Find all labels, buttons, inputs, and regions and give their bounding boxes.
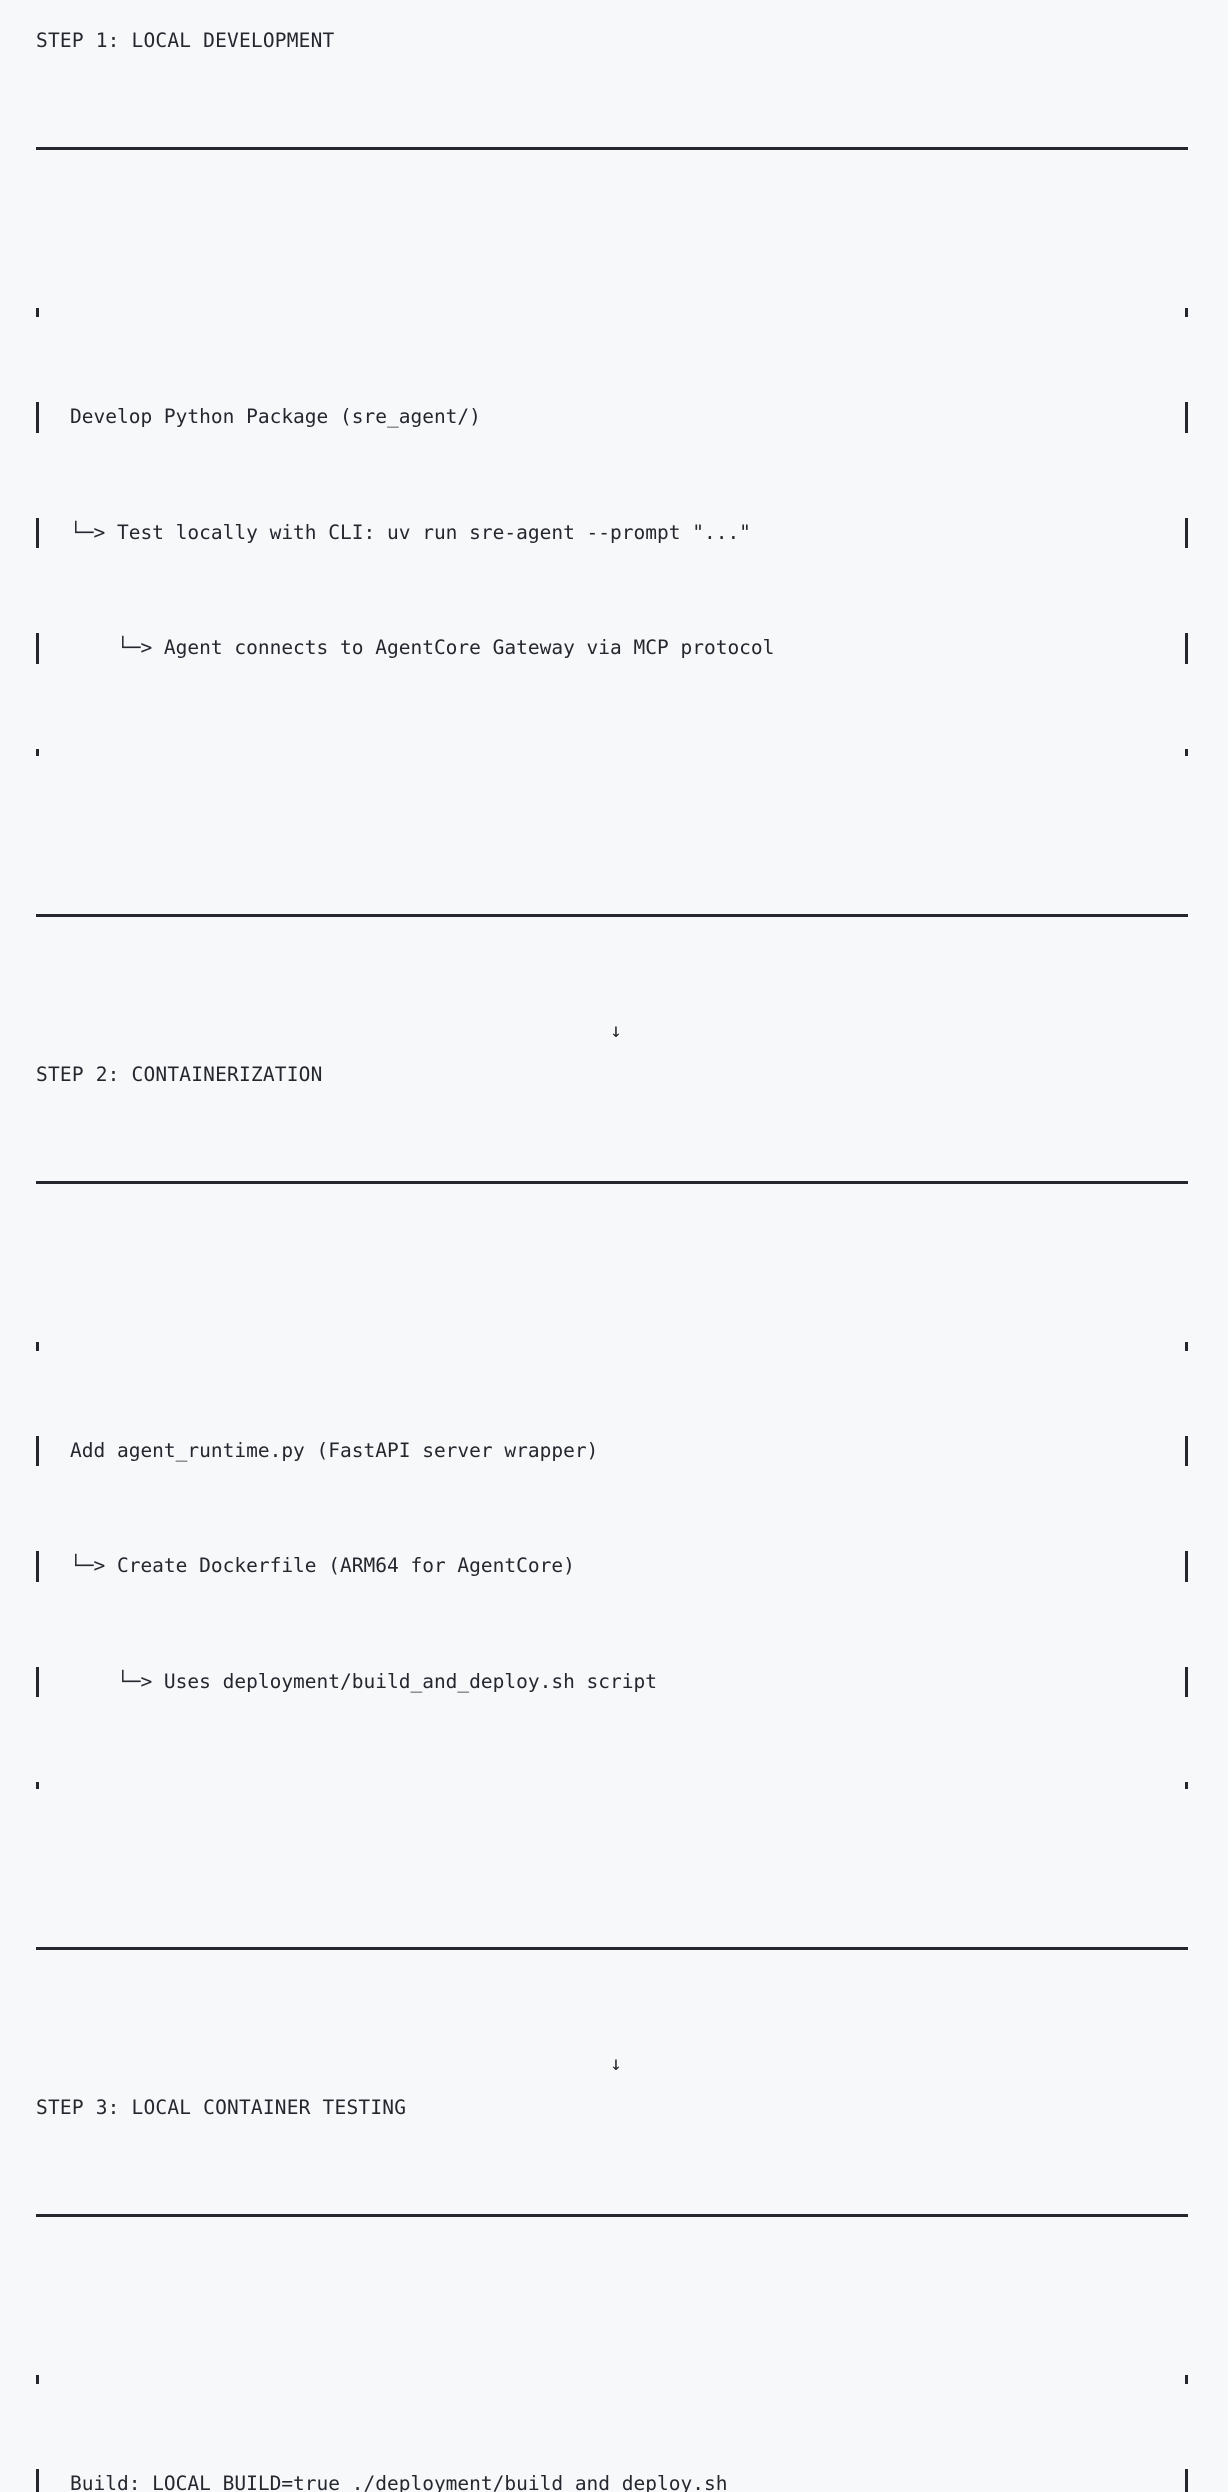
step-box-1: Develop Python Package (sre_agent/) └─> … (36, 70, 1188, 994)
box-text-line: Develop Python Package (sre_agent/) (36, 398, 1188, 437)
step-line-text: Add agent_runtime.py (FastAPI server wra… (70, 1438, 599, 1462)
step-box-2: Add agent_runtime.py (FastAPI server wra… (36, 1104, 1188, 2028)
step-heading-3: STEP 3: LOCAL CONTAINER TESTING (36, 2096, 407, 2119)
spacer (36, 2027, 1196, 2049)
box-body-1: Develop Python Package (sre_agent/) └─> … (36, 227, 1188, 837)
step-line-text: └─> Create Dockerfile (ARM64 for AgentCo… (70, 1554, 575, 1577)
box-text-line: └─> Create Dockerfile (ARM64 for AgentCo… (36, 1547, 1188, 1586)
step-line-text: └─> Agent connects to AgentCore Gateway … (70, 636, 775, 659)
spacer (36, 1046, 1196, 1060)
step-block-1: STEP 1: LOCAL DEVELOPMENT Develop Python… (36, 26, 1196, 994)
box-body-2: Add agent_runtime.py (FastAPI server wra… (36, 1261, 1188, 1871)
spacer (36, 2079, 1196, 2093)
box-pad-line (36, 745, 1188, 760)
step-block-3: STEP 3: LOCAL CONTAINER TESTING Build: L… (36, 2093, 1196, 2492)
box-pad-line (36, 1778, 1188, 1793)
step-box-3: Build: LOCAL_BUILD=true ./deployment/bui… (36, 2137, 1188, 2492)
diagram-canvas: STEP 1: LOCAL DEVELOPMENT Develop Python… (36, 29, 1188, 2492)
box-text-line: └─> Test locally with CLI: uv run sre-ag… (36, 514, 1188, 553)
box-top-border-2 (36, 1180, 1188, 1184)
step-line-text: Build: LOCAL_BUILD=true ./deployment/bui… (70, 2472, 728, 2492)
box-pad-line (36, 1338, 1188, 1355)
flow-arrow-2: ↓ (610, 2052, 622, 2075)
step-heading-1: STEP 1: LOCAL DEVELOPMENT (36, 29, 335, 52)
spacer (36, 994, 1196, 1016)
box-body-3: Build: LOCAL_BUILD=true ./deployment/bui… (36, 2294, 1188, 2492)
box-text-line: └─> Agent connects to AgentCore Gateway … (36, 629, 1188, 668)
box-bottom-border-1 (36, 913, 1188, 917)
step-line-text: └─> Uses deployment/build_and_deploy.sh … (70, 1669, 657, 1693)
step-block-2: STEP 2: CONTAINERIZATION Add agent_runti… (36, 1060, 1196, 2028)
step-line-text: Develop Python Package (sre_agent/) (70, 405, 481, 428)
deployment-flow: STEP 1: LOCAL DEVELOPMENT Develop Python… (36, 26, 1196, 2492)
box-top-border-3 (36, 2214, 1188, 2217)
box-text-line: Add agent_runtime.py (FastAPI server wra… (36, 1432, 1188, 1471)
step-heading-2: STEP 2: CONTAINERIZATION (36, 1062, 323, 1086)
box-text-line: Build: LOCAL_BUILD=true ./deployment/bui… (36, 2465, 1188, 2492)
box-pad-line (36, 2371, 1188, 2388)
box-pad-line (36, 304, 1188, 321)
box-bottom-border-2 (36, 1947, 1188, 1950)
box-text-line: └─> Uses deployment/build_and_deploy.sh … (36, 1663, 1188, 1702)
step-line-text: └─> Test locally with CLI: uv run sre-ag… (70, 520, 751, 544)
box-top-border-1 (36, 147, 1188, 150)
flow-arrow-1: ↓ (610, 1018, 622, 1042)
